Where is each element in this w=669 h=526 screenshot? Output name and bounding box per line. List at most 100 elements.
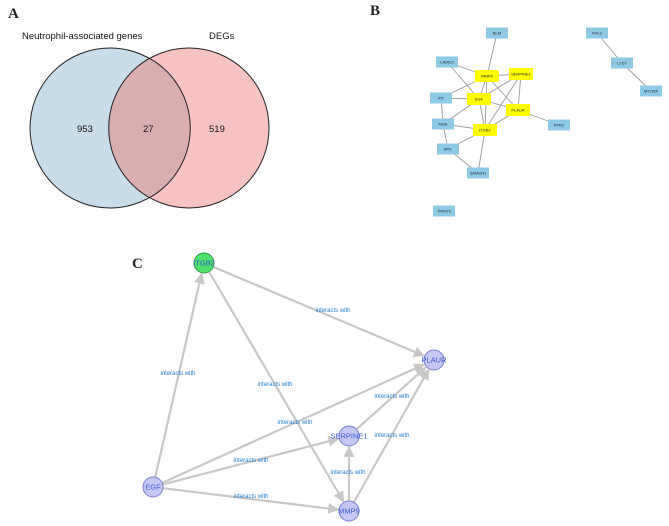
ppi-node-box (473, 124, 497, 136)
ppi-node-label: MSN (439, 122, 448, 127)
ppi-node-box (509, 68, 533, 80)
ppi-node-box (436, 56, 458, 68)
network-edge (208, 271, 345, 503)
network-node-serpine1[interactable]: SERPINE1 (330, 425, 368, 447)
venn-right-title: DEGs (209, 31, 235, 42)
ppi-edge (477, 129, 486, 174)
ppi-node-box (548, 119, 570, 131)
ppi-node-lamc2[interactable]: LAMC2 (436, 56, 458, 68)
ppi-node-box (432, 118, 454, 130)
network-node-itgb2[interactable]: ITGB2 (193, 252, 215, 274)
venn-left-count: 953 (77, 124, 93, 135)
network-edge (154, 272, 205, 478)
ppi-node-box (433, 205, 455, 217)
ppi-node-samsn1[interactable]: SAMSN1 (467, 167, 489, 179)
network-edge-label: interacts with (374, 433, 409, 439)
ppi-node-lyst[interactable]: LYST (611, 57, 633, 69)
ppi-node-box (486, 27, 508, 39)
ppi-edge (486, 32, 498, 77)
ppi-node-label: BTK (444, 147, 452, 152)
ppi-node-label: PLAUR (511, 108, 524, 113)
ppi-node-box (586, 27, 608, 39)
ppi-node-btk[interactable]: BTK (437, 143, 459, 155)
network-node-circle (338, 425, 360, 447)
venn-overlap-count: 27 (143, 124, 154, 135)
ppi-node-label: EGF (475, 97, 484, 102)
ppi-node-label: FHL2 (592, 31, 603, 36)
network-node-egf[interactable]: EGF (142, 476, 164, 498)
network-edge-label: interacts with (374, 394, 409, 400)
ppi-node-label: ITGB2 (479, 128, 491, 133)
ppi-node-itgb2[interactable]: ITGB2 (473, 124, 497, 136)
network-node-circle (338, 500, 360, 522)
ppi-node-box (506, 104, 530, 116)
venn-overlap-region (108, 57, 191, 199)
ppi-node-fpr2[interactable]: FPR2 (548, 119, 570, 131)
network-edge (162, 487, 340, 514)
ppi-node-box (640, 85, 662, 97)
ppi-node-plaur[interactable]: PLAUR (506, 104, 530, 116)
ppi-node-box (437, 143, 459, 155)
network-edge-label: interacts with (160, 371, 195, 377)
ppi-node-serpine1[interactable]: SERPINE1 (509, 68, 533, 80)
network-edges: interacts with interacts with interacts wi… (154, 265, 430, 514)
panel-a-letter: A (8, 6, 19, 22)
ppi-edge (446, 61, 480, 100)
ppi-node-blm[interactable]: BLM (486, 27, 508, 39)
ppi-node-kit[interactable]: KIT (430, 92, 452, 104)
network-node-label: MMP9 (338, 507, 360, 516)
ppi-node-box (475, 70, 499, 82)
network-edge (162, 435, 340, 486)
ppi-node-label: SAMSN1 (470, 171, 487, 176)
venn-right-count: 519 (209, 124, 225, 135)
ppi-node-fhl2[interactable]: FHL2 (586, 27, 608, 39)
venn-left-title: Neutrophil-associated genes (22, 31, 143, 42)
ppi-node-box (430, 92, 452, 104)
network-edge-label: interacts with (330, 470, 365, 476)
network-edge-label: interacts with (315, 308, 350, 314)
ppi-node-mmp9[interactable]: MMP9 (475, 70, 499, 82)
ppi-node-label: KIT (438, 96, 445, 101)
ppi-node-label: SERPINE1 (511, 72, 532, 77)
network-edge (161, 363, 425, 484)
network-node-circle (142, 476, 164, 498)
network-edge (355, 366, 427, 431)
ppi-node-box (467, 167, 489, 179)
ppi-node-msn[interactable]: MSN (432, 118, 454, 130)
network-node-label: SERPINE1 (330, 432, 367, 441)
ppi-edge (484, 73, 522, 131)
network-edge (212, 265, 425, 357)
network-node-label: EGF (145, 483, 161, 492)
network-edge-label: interacts with (257, 382, 292, 388)
ppi-node-label: LYST (617, 61, 627, 66)
network-node-plaur[interactable]: PLAUR (421, 349, 447, 371)
panel-c-letter: C (132, 256, 143, 272)
ppi-node-trim72[interactable]: TRIM72 (433, 205, 455, 217)
network-node-label: ITGB2 (193, 259, 215, 268)
ppi-node-myo5a[interactable]: MYO5A (640, 85, 662, 97)
ppi-node-label: FPR2 (554, 123, 565, 128)
ppi-node-box (467, 93, 491, 105)
network-edge-label: interacts with (277, 420, 312, 426)
network-node-mmp9[interactable]: MMP9 (338, 500, 360, 522)
network-node-circle (423, 349, 445, 371)
network-node-label: PLAUR (421, 356, 447, 365)
ppi-node-label: LAMC2 (440, 60, 454, 65)
ppi-node-label: TRIM72 (437, 209, 452, 214)
ppi-node-label: MYO5A (644, 89, 658, 94)
network-node-circle (193, 252, 215, 274)
ppi-node-egf[interactable]: EGF (467, 93, 491, 105)
ppi-node-label: MMP9 (481, 74, 493, 79)
network-edge (352, 368, 430, 503)
network-edge-label: interacts with (233, 494, 268, 500)
network-edge-label: interacts with (233, 458, 268, 464)
ppi-node-label: BLM (493, 31, 501, 36)
ppi-node-box (611, 57, 633, 69)
panel-b-letter: B (370, 3, 380, 19)
panel-a: A Neutrophil-associated genes DEGs 953 2… (8, 6, 270, 209)
